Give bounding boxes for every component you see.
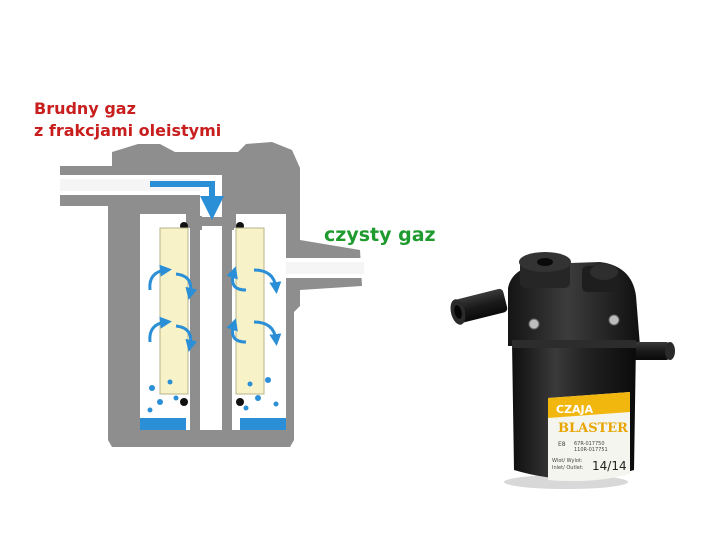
product-model: BLASTER — [558, 421, 628, 436]
product-brand: CZAJA — [556, 403, 594, 416]
product-inlet-outlet-label1: Wlot/ Wylot: — [552, 458, 583, 464]
filter-product-photo: CZAJA BLASTER E8 67R-017750 110R-017751 … — [450, 252, 675, 489]
inlet-port — [454, 288, 508, 323]
product-approval2: 110R-017751 — [574, 447, 608, 453]
dirty-gas-label-line1: Brudny gaz — [34, 99, 136, 118]
outlet-port — [632, 342, 670, 360]
product-approval1: 67R-017750 — [574, 441, 605, 447]
dirty-gas-label: Brudny gaz z frakcjami oleistymi — [34, 98, 221, 142]
product-label: CZAJA BLASTER E8 67R-017750 110R-017751 … — [548, 392, 630, 482]
swirl-arrows — [148, 264, 282, 352]
product-cert-mark: E8 — [558, 441, 566, 448]
filter-element-right — [235, 227, 265, 395]
dirty-gas-label-line2: z frakcjami oleistymi — [34, 121, 222, 140]
product-inlet-outlet-label2: Inlet/ Outlet: — [552, 465, 584, 471]
oil-droplets — [147, 377, 279, 413]
product-size: 14/14 — [592, 459, 627, 473]
clean-gas-label: czysty gaz — [324, 224, 436, 246]
filter-element-left — [159, 227, 189, 395]
cross-section-diagram — [60, 142, 364, 447]
collected-oil-left — [140, 418, 186, 430]
flow-arrow-inlet — [150, 181, 224, 220]
collected-oil-right — [240, 418, 286, 430]
